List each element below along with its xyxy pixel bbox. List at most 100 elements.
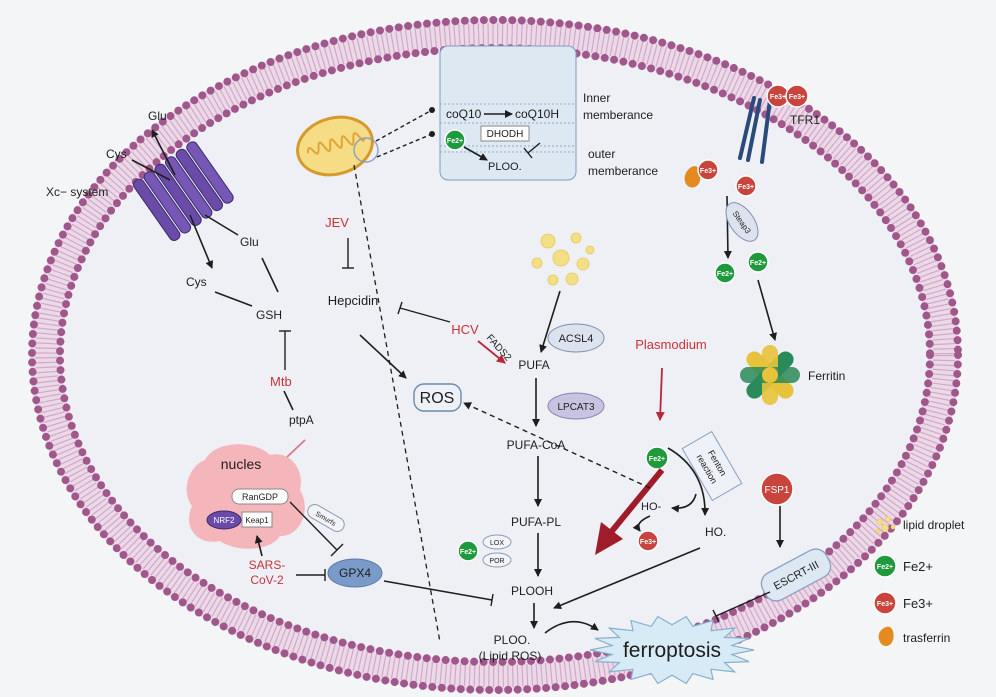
- glu-line: [204, 214, 239, 236]
- tfr1-receptor-icon: [738, 96, 772, 164]
- cys-label: Cys: [186, 275, 207, 289]
- lox-oval: [482, 534, 512, 550]
- fe2-icon: Fe2+: [873, 554, 897, 578]
- lipid-droplets-icon: [531, 232, 595, 286]
- coq10h-label: coQ10H: [515, 107, 559, 121]
- hcv-label: HCV: [451, 322, 479, 337]
- ho-minus-label: HO-: [641, 501, 662, 513]
- ho-to-plooh-arrow: [553, 547, 701, 610]
- legend-transferrin: trasferrin: [903, 631, 950, 645]
- por-label: POR: [489, 558, 504, 565]
- steap3-oval: Steap3: [725, 202, 759, 242]
- rangdp-box: [231, 488, 289, 505]
- fe2-label: Fe2+: [877, 564, 893, 571]
- fe3-label: Fe3+: [738, 184, 754, 191]
- ros-label: ROS: [420, 390, 455, 407]
- fe3-icon: Fe3+: [873, 591, 897, 615]
- lipid-droplet-icon: [875, 516, 896, 534]
- legend-fe2: Fe2+: [903, 559, 933, 574]
- lpcat3-oval: [547, 392, 605, 420]
- fe2-to-ploo-arrow: [463, 146, 488, 161]
- outer-membrane-label-2: memberance: [588, 164, 658, 178]
- fe3-label: Fe3+: [640, 539, 656, 546]
- hepcidin-label: Hepcidin: [328, 293, 379, 308]
- lipid-to-pufa-arrow: [539, 290, 561, 353]
- ptpa-label: ptpA: [289, 413, 314, 427]
- fe2-label: Fe2+: [447, 138, 463, 145]
- fe2-icon: Fe2+: [645, 446, 669, 470]
- nrf2-oval: [206, 510, 242, 530]
- acsl4-label: ACSL4: [559, 333, 594, 345]
- gsh-label: GSH: [256, 308, 282, 322]
- nucles-label: nucles: [221, 456, 261, 472]
- mito-zoom-circle: [353, 137, 379, 163]
- fenton-reaction-box: Fenton reaction: [681, 430, 743, 502]
- ferritin-label: Ferritin: [808, 369, 845, 383]
- escrt-inhibits-ferroptosis: [712, 591, 771, 623]
- plasmodium-label: Plasmodium: [635, 337, 707, 352]
- fe2-to-ferritin-arrow: [757, 279, 777, 341]
- gpx4-label: GPX4: [339, 566, 371, 580]
- ploo-mito-label: PLOO.: [488, 161, 522, 173]
- zoom-dot: [429, 131, 435, 137]
- transferrin-icon: [878, 626, 894, 646]
- cys-import-line: [131, 159, 171, 181]
- sars-cov2-label-line2: CoV-2: [250, 573, 284, 587]
- zoom-dot: [429, 107, 435, 113]
- legend-fe3: Fe3+: [903, 596, 933, 611]
- plooh-label: PLOOH: [511, 584, 553, 598]
- cys-arrow: [189, 214, 214, 269]
- pufa-pl-label: PUFA-PL: [511, 515, 561, 529]
- cys-to-gsh-line: [214, 291, 253, 307]
- fe3-label: Fe3+: [789, 94, 805, 101]
- mtb-inhibits-gsh: [279, 330, 291, 370]
- tfr1-label: TFR1: [790, 113, 820, 127]
- pufa-coa-label: PUFA-CoA: [507, 438, 566, 452]
- ho-minus-arrow: [671, 493, 697, 513]
- dhodh-inhibits-ploo: [523, 142, 541, 159]
- fe3-icon: Fe3+: [785, 84, 809, 108]
- coq10-label: coQ10: [446, 107, 482, 121]
- fe2-label: Fe2+: [460, 549, 476, 556]
- pufa-label: PUFA: [518, 358, 549, 372]
- ros-box: [413, 383, 462, 412]
- mtb-to-ptpa-line: [283, 390, 294, 411]
- outer-membrane-label-1: outer: [588, 147, 615, 161]
- fe2-icon: Fe2+: [444, 129, 466, 151]
- ploo-label: PLOO.: [494, 633, 531, 647]
- ros-dashed-arrow: [463, 402, 651, 489]
- mtb-label: Mtb: [270, 374, 292, 389]
- xc-system-transporter-icon: [133, 141, 234, 241]
- fe2-label: Fe2+: [717, 271, 733, 278]
- big-red-arrow: [595, 468, 665, 555]
- fe3-icon: Fe3+: [766, 84, 790, 108]
- keap1-label: Keap1: [245, 516, 269, 525]
- mito-zoom-line-bottom: [376, 133, 433, 158]
- fe2-icon: Fe2+: [714, 262, 736, 284]
- escrt-iii-box: ESCRT-III: [760, 548, 832, 602]
- fe2-icon: Fe2+: [747, 251, 769, 273]
- ferroptosis-burst: [589, 615, 755, 685]
- fe3-label: Fe3+: [877, 601, 893, 608]
- fe3-conversion-arrow: [632, 515, 651, 532]
- fsp1-label: FSP1: [764, 485, 789, 496]
- inner-membrane-label-2: memberance: [583, 108, 653, 122]
- hcv-to-pufa-arrow: [477, 340, 506, 364]
- ferroptosis-label: ferroptosis: [623, 639, 721, 662]
- lpcat3-label: LPCAT3: [557, 402, 594, 413]
- xc-system-label: Xc− system: [46, 185, 108, 199]
- fe2-icon: Fe2+: [457, 540, 479, 562]
- fe2-to-ho-arrow: [667, 447, 710, 516]
- glu-export-arrow: [151, 129, 176, 176]
- hepcidin-to-ros-arrow: [359, 334, 407, 379]
- glu-label: Glu: [240, 235, 259, 249]
- fe3-icon: Fe3+: [637, 530, 659, 552]
- fe3-icon: Fe3+: [697, 159, 719, 181]
- dhodh-box: [480, 125, 530, 142]
- sars-inhibits-gpx4: [296, 569, 326, 581]
- ferritin-icon: [740, 345, 800, 405]
- cys-top-label: Cys: [106, 147, 127, 161]
- ploo-to-ferroptosis-arrow: [544, 620, 599, 634]
- transferrin-icon: [684, 166, 701, 188]
